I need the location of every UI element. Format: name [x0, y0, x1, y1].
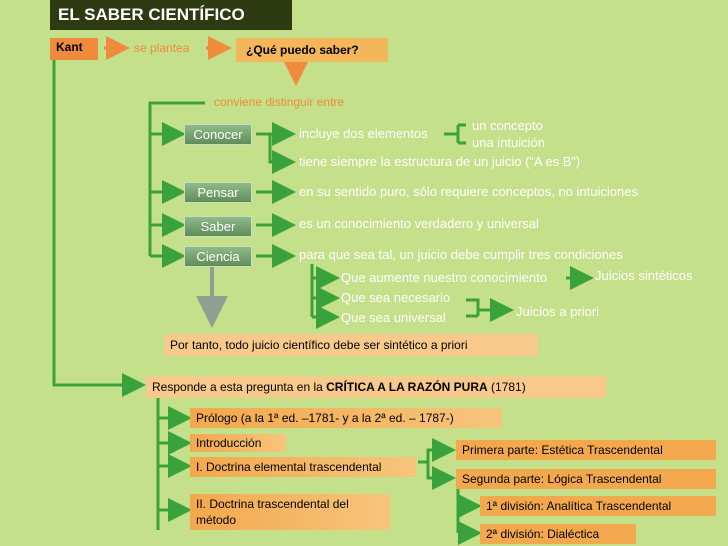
conocer-concepto: un concepto	[472, 118, 543, 133]
se-plantea-label: se plantea	[134, 41, 190, 55]
kant-label: Kant	[50, 38, 98, 60]
condicion-necesario: Que sea necesario	[341, 290, 451, 305]
node-saber: Saber	[184, 216, 252, 237]
conocer-incluye: incluye dos elementos	[299, 126, 428, 141]
obra-estetica: Primera parte: Estética Trascendental	[456, 440, 716, 460]
condicion-universal: Que sea universal	[341, 310, 446, 325]
responde-work-title: CRÍTICA A LA RAZÓN PURA	[326, 380, 488, 394]
node-ciencia: Ciencia	[184, 246, 252, 267]
node-pensar: Pensar	[184, 182, 252, 203]
obra-introduccion: Introducción	[190, 434, 286, 452]
condicion-aumente: Que aumente nuestro conocimiento	[341, 270, 547, 285]
conocer-intuicion: una intuición	[472, 135, 545, 150]
obra-logica: Segunda parte: Lógica Trascendental	[456, 469, 716, 489]
saber-detail: es un conocimiento verdadero y universal	[299, 216, 539, 231]
conclusion-box: Por tanto, todo juicio científico debe s…	[164, 334, 538, 356]
obra-dialectica: 2ª división: Dialéctica	[480, 524, 636, 544]
conocer-estructura: tiene siempre la estructura de un juicio…	[299, 154, 581, 169]
node-conocer: Conocer	[184, 124, 252, 145]
juicios-a-priori: Juicios a priori	[516, 304, 600, 319]
question-box: ¿Qué puedo saber?	[236, 38, 388, 62]
responde-suffix: (1781)	[487, 380, 526, 394]
conviene-label: conviene distinguir entre	[214, 95, 345, 109]
juicios-sinteticos: Juicios sintéticos	[595, 268, 693, 283]
pensar-detail: en su sentido puro, sólo requiere concep…	[299, 184, 638, 199]
obra-analitica: 1ª división: Analítica Trascendental	[480, 496, 716, 516]
ciencia-condiciones: para que sea tal, un juicio debe cumplir…	[299, 247, 623, 262]
page-title: EL SABER CIENTÍFICO	[50, 0, 292, 30]
obra-prologo: Prólogo (a la 1ª ed. –1781- y a la 2ª ed…	[190, 408, 502, 428]
obra-doctrina-metodo: II. Doctrina trascendental del método	[190, 494, 390, 530]
responde-box: Responde a esta pregunta en la CRÍTICA A…	[146, 376, 606, 398]
responde-prefix: Responde a esta pregunta en la	[152, 380, 327, 394]
obra-doctrina-elemental: I. Doctrina elemental trascendental	[190, 457, 416, 477]
